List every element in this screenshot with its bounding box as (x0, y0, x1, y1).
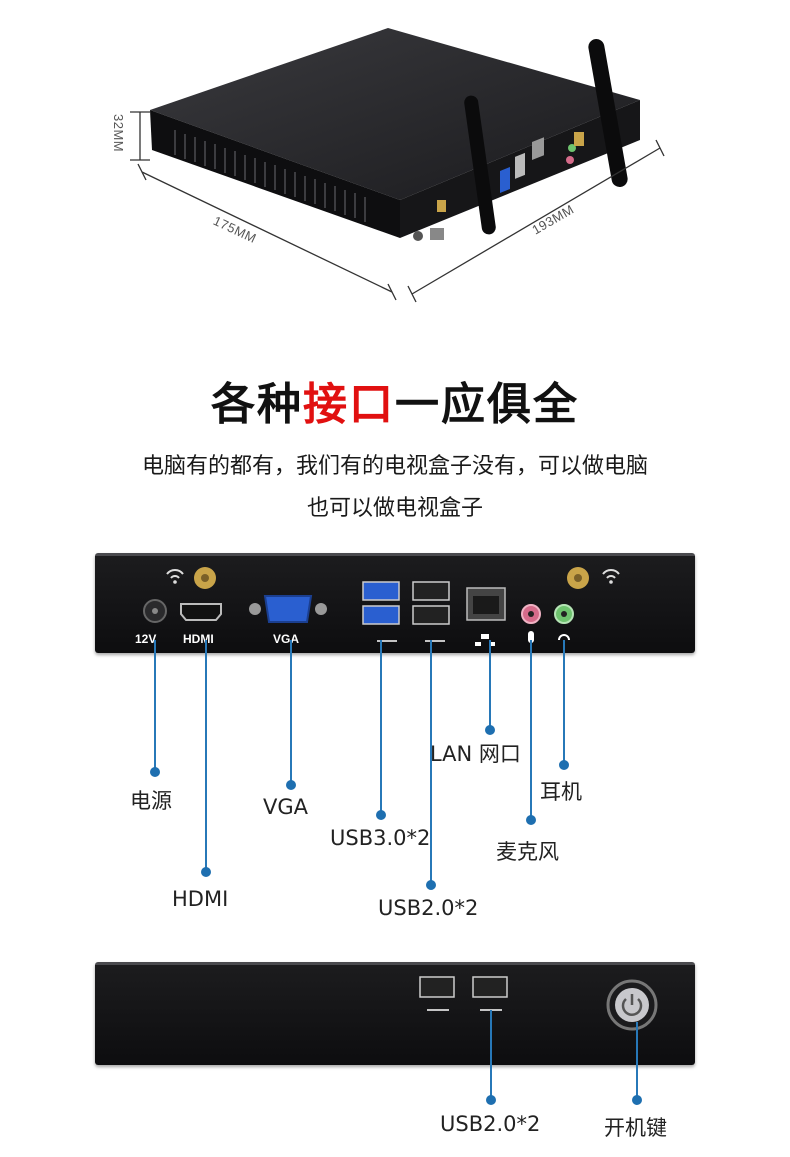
leader-hdmi (205, 640, 207, 872)
leader-usb2 (430, 640, 432, 885)
marker-hdmi (201, 867, 211, 877)
callout-front-usb2: USB2.0*2 (440, 1112, 541, 1136)
subtitle-line-1: 电脑有的都有，我们有的电视盒子没有，可以做电脑 (141, 454, 648, 479)
leader-lan (489, 640, 491, 730)
mini-pc-illustration (130, 28, 665, 303)
callout-mic: 麦克风 (496, 840, 559, 864)
dc-label: 12V (135, 632, 157, 646)
marker-mic (526, 815, 536, 825)
rear-port-shapes (143, 567, 620, 646)
marker-power-button (632, 1095, 642, 1105)
product-photo: 32MM 175MM 193MM (0, 0, 790, 320)
callout-usb2: USB2.0*2 (378, 896, 479, 920)
leader-power-button (636, 1022, 638, 1100)
callout-usb3: USB3.0*2 (330, 826, 431, 850)
callout-hdmi: HDMI (172, 887, 229, 911)
callout-power-button: 开机键 (604, 1116, 667, 1140)
front-usb-port-icon (419, 976, 455, 998)
hdmi-port-icon (180, 603, 222, 621)
marker-lan (485, 725, 495, 735)
marker-front-usb2 (486, 1095, 496, 1105)
leader-mic (530, 640, 532, 820)
leader-power (154, 640, 156, 772)
marker-power (150, 767, 160, 777)
vga-label: VGA (273, 632, 300, 646)
hdmi-label: HDMI (183, 632, 214, 646)
wifi-icon (166, 569, 184, 579)
callout-lan: LAN 网口 (430, 742, 521, 766)
headline-accent: 接口 (303, 379, 395, 430)
rear-panel: 12V HDMI VGA (95, 553, 695, 653)
marker-vga (286, 780, 296, 790)
subtitle-line-2: 也可以做电视盒子 (306, 496, 483, 521)
front-port-shapes (419, 976, 658, 1031)
marker-usb3 (376, 810, 386, 820)
usb3-port-icon (362, 581, 400, 601)
headline: 各种接口一应俱全 (0, 368, 790, 432)
headline-part1: 各种 (211, 379, 303, 430)
marker-headphone (559, 760, 569, 770)
headline-part3: 一应俱全 (395, 379, 579, 430)
callout-power: 电源 (130, 789, 172, 813)
callout-vga: VGA (263, 795, 309, 819)
marker-usb2 (426, 880, 436, 890)
leader-headphone (563, 640, 565, 765)
leader-usb3 (380, 640, 382, 815)
usb2-port-icon (412, 581, 450, 601)
height-dimension-label: 32MM (111, 114, 126, 153)
front-panel (95, 962, 695, 1065)
leader-front-usb2 (490, 1010, 492, 1100)
leader-vga (290, 640, 292, 785)
callout-headphone: 耳机 (540, 780, 582, 804)
vga-port-icon (263, 595, 313, 623)
